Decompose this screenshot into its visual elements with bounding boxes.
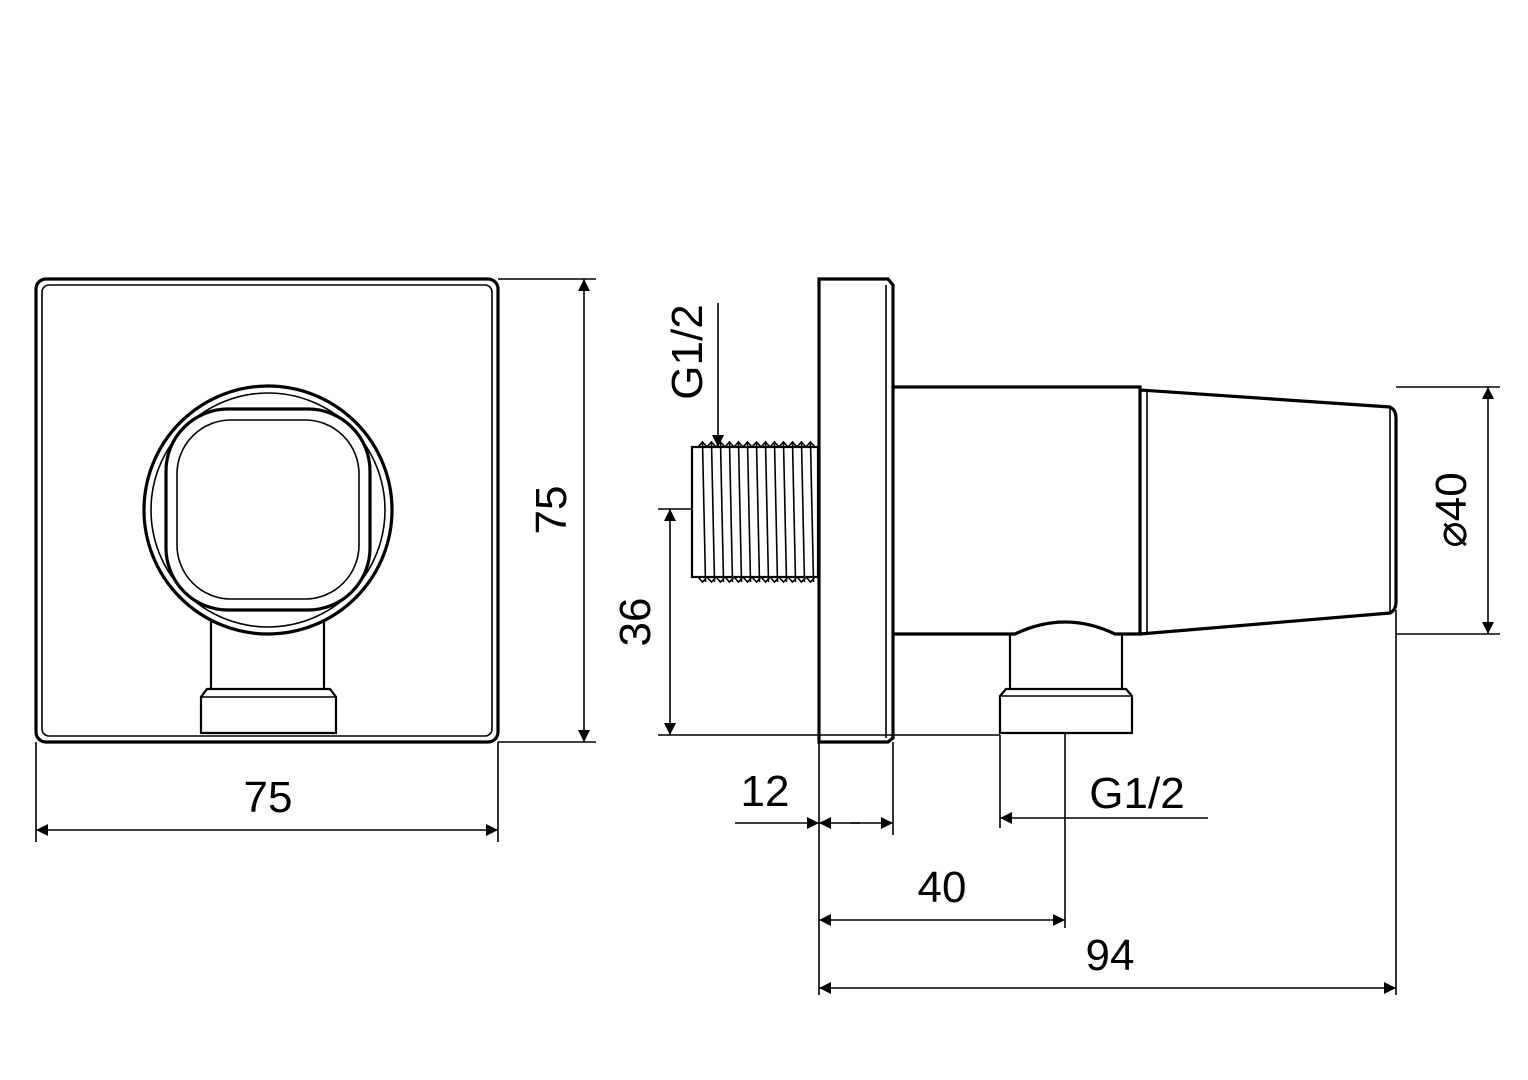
thread-nipple xyxy=(690,445,820,579)
thread-tooth xyxy=(733,440,744,584)
outlet-neck xyxy=(1008,634,1124,689)
wall-plate-inner xyxy=(41,284,493,737)
thread-tooth xyxy=(805,440,816,584)
top-thread-label: G1/2 xyxy=(663,304,712,399)
thread-tooth xyxy=(715,440,726,584)
thread-tooth xyxy=(724,440,735,584)
thread-tooth xyxy=(742,440,753,584)
thread-tooth xyxy=(760,440,771,584)
thread-tooth xyxy=(796,440,807,584)
round-body-inner xyxy=(150,392,386,628)
side-view: 36 ⌀40 G1/2 12 G1/2 40 94 xyxy=(611,277,1500,995)
round-body-outer xyxy=(142,384,394,636)
front-extension-lines xyxy=(35,278,596,842)
front-height-label: 75 xyxy=(527,486,576,535)
side-plate xyxy=(817,277,895,744)
thread-tooth xyxy=(706,440,717,584)
plate-thickness-label: 12 xyxy=(741,767,790,816)
front-width-label: 75 xyxy=(244,773,293,822)
holder-cap xyxy=(1139,388,1398,636)
thread-tooth xyxy=(697,440,708,584)
thread-tooth xyxy=(778,440,789,584)
wall-plate-outer xyxy=(34,277,500,744)
total-depth-label: 94 xyxy=(1086,931,1135,980)
thread-teeth xyxy=(697,440,816,584)
cylinder-body xyxy=(893,385,1142,636)
outlet-distance-label: 40 xyxy=(918,863,967,912)
thread-tooth xyxy=(751,440,762,584)
bottom-thread-label: G1/2 xyxy=(1089,769,1184,818)
outlet-nut xyxy=(199,687,338,735)
holder-outer xyxy=(164,407,372,612)
front-view: 75 75 xyxy=(34,277,596,842)
height-36-label: 36 xyxy=(611,598,660,647)
thread-tooth xyxy=(787,440,798,584)
connector-neck xyxy=(209,620,326,689)
holder-inner xyxy=(176,419,360,600)
thread-tooth xyxy=(769,440,780,584)
diameter-label: ⌀40 xyxy=(1427,472,1476,547)
